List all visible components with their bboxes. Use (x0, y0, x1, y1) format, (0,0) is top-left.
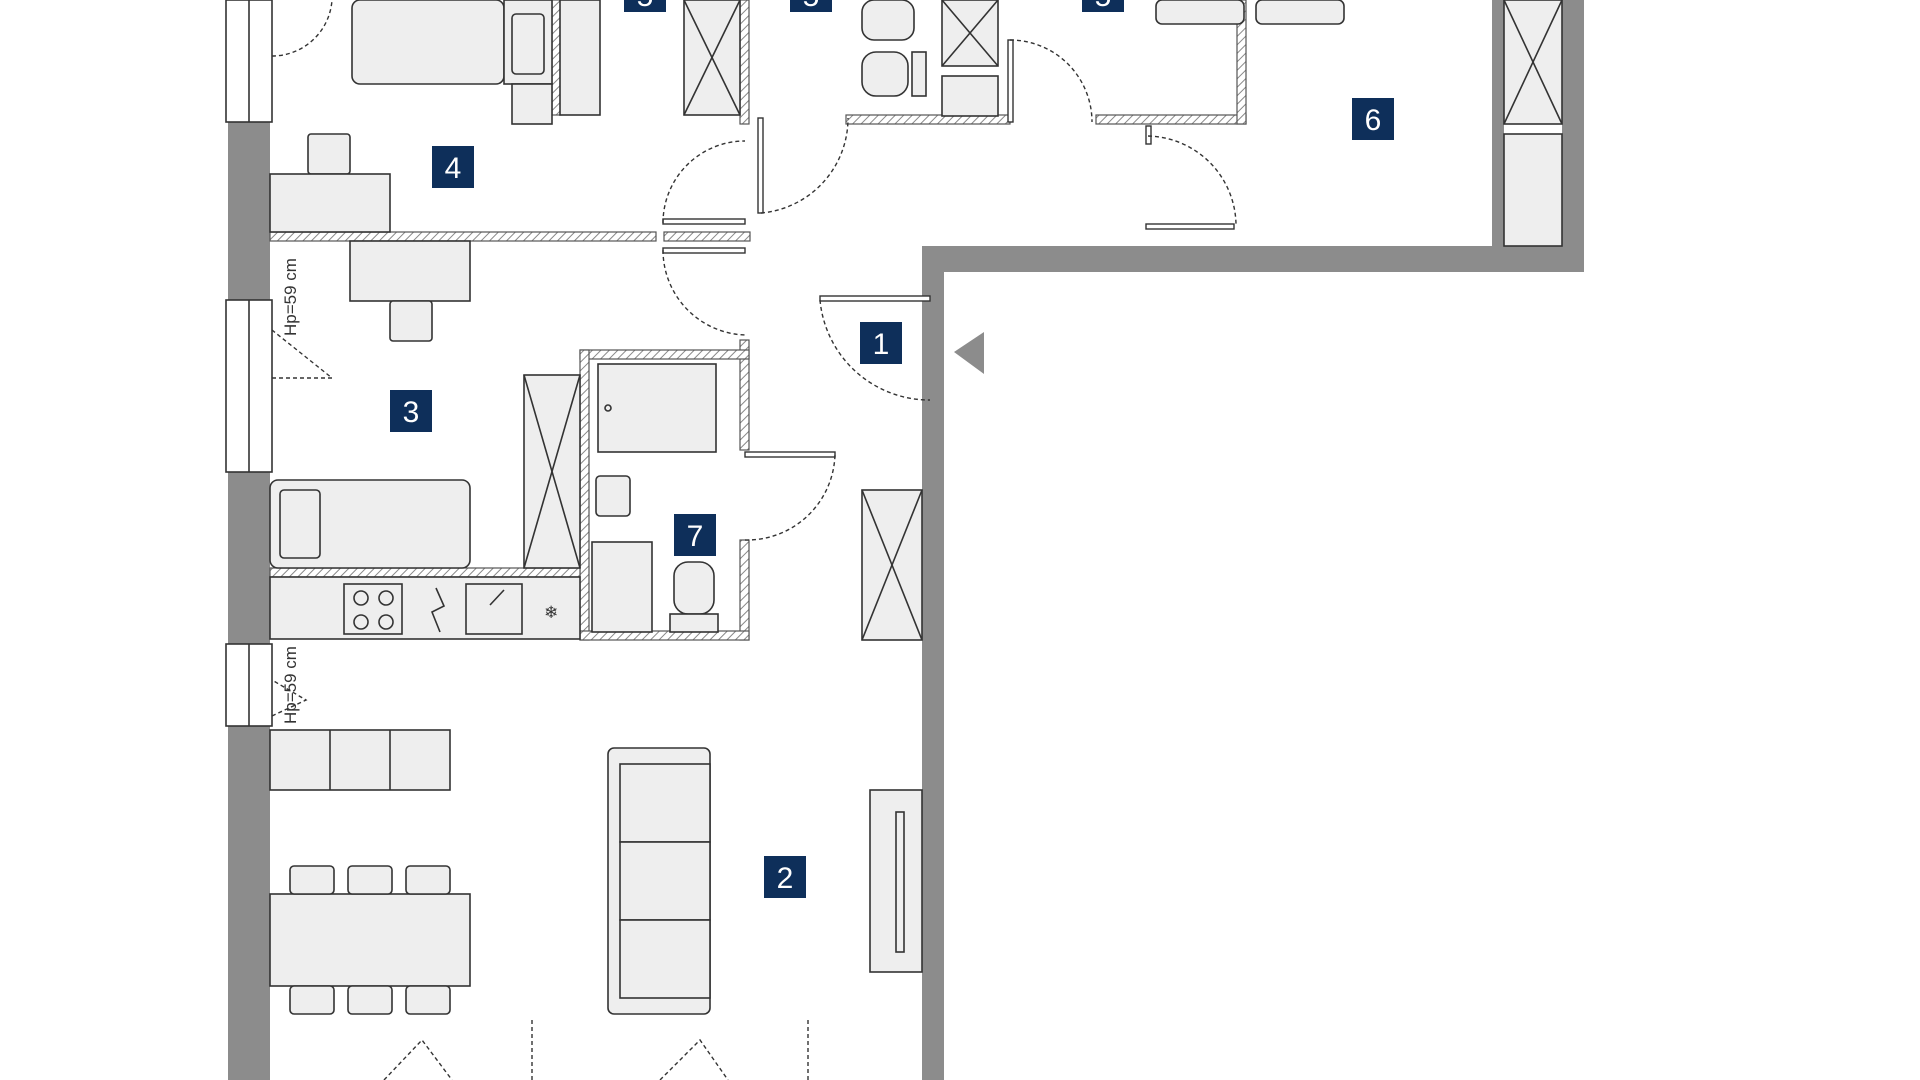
svg-text:5: 5 (1095, 0, 1112, 13)
nightstand-room4 (511, 83, 553, 125)
svg-text:4: 4 (445, 152, 462, 185)
window-swing-kitchen (271, 679, 308, 717)
room5-right-wall (1236, 0, 1247, 125)
bathtub (597, 363, 717, 453)
bathroom-left-wall (579, 349, 590, 641)
dishwasher-icon (430, 587, 446, 633)
bathroom-top-wall (579, 349, 750, 360)
room-badge-5-left: 5 (624, 0, 666, 13)
dining-chair (347, 985, 393, 1015)
dining-chair (289, 985, 335, 1015)
washbasin (595, 475, 631, 517)
doors (271, 0, 1237, 1080)
bed-room5-b (1255, 0, 1345, 25)
entrance-arrow-icon (954, 332, 984, 374)
room-badge-3: 3 (390, 390, 432, 432)
balcony-door-right-a (659, 1038, 729, 1080)
svg-text:5: 5 (637, 0, 654, 13)
svg-text:5: 5 (803, 0, 820, 13)
room-badge-5-right: 5 (1082, 0, 1124, 13)
door-swing-entrance (819, 299, 931, 401)
door-swing-bathroom (744, 453, 836, 541)
north-wing-inner-wall (1492, 0, 1504, 246)
partition-room3-room4 (269, 231, 657, 242)
north-wing-right-wall (1562, 0, 1584, 272)
room-badge-1: 1 (860, 322, 902, 364)
corridor-right-wall (922, 246, 944, 1080)
dining-table (269, 893, 471, 987)
room-badge-7: 7 (674, 514, 716, 556)
door-swing-room4 (662, 140, 746, 224)
left-exterior-wall (228, 0, 270, 1080)
washing-machine-wc (861, 0, 915, 41)
partition-walls (269, 0, 1247, 641)
fridge-icon: ❄ (544, 603, 558, 622)
bed-room5-a (1155, 0, 1245, 25)
svg-text:7: 7 (687, 520, 704, 553)
door-swing-room5-left (760, 117, 849, 214)
door-swing-room3 (662, 249, 746, 336)
room5-bottom-wall (1095, 114, 1247, 125)
bathroom-wall-lower (739, 539, 750, 641)
sill-height-note-lower: Hp=59 cm (281, 646, 300, 724)
kitchen-sink (465, 583, 523, 635)
sideboard (269, 729, 451, 791)
window-swing-room3 (271, 329, 334, 379)
balcony-door-left-a (383, 1038, 453, 1080)
room-badge-5-mid: 5 (790, 0, 832, 13)
svg-text:1: 1 (873, 328, 890, 361)
dining-chair (405, 985, 451, 1015)
dining-chair (289, 865, 335, 895)
washing-machine-bath (591, 541, 653, 633)
svg-text:3: 3 (403, 396, 420, 429)
room-badge-2: 2 (764, 856, 806, 898)
cooktop (343, 583, 403, 635)
bed-room4 (351, 0, 505, 85)
sill-height-note-upper: Hp=59 cm (281, 258, 300, 336)
dining-chair (405, 865, 451, 895)
wardrobe-room4 (559, 0, 601, 116)
north-wing-bottom-wall (922, 246, 1584, 272)
svg-text:6: 6 (1365, 104, 1382, 137)
kitchen-counter (269, 576, 581, 640)
furniture: ❄ (269, 0, 1563, 1015)
desk-chair-room3 (389, 300, 433, 342)
desk-room4 (269, 173, 391, 233)
door-swing-room5-mid (1009, 39, 1093, 123)
dining-chair (347, 865, 393, 895)
toilet-wc (861, 51, 909, 97)
partition-hall-upper (739, 0, 750, 125)
door-swing-room4-window (271, 0, 333, 57)
door-swing-room6 (1147, 135, 1237, 225)
room-badge-4: 4 (432, 146, 474, 188)
kitchen-back-wall (269, 567, 581, 578)
bathroom-wall-upper (739, 339, 750, 451)
svg-text:2: 2 (777, 862, 794, 895)
exterior-walls (228, 0, 1584, 1080)
windows (225, 0, 273, 727)
desk-chair-room4 (307, 133, 351, 175)
desk-room3 (349, 240, 471, 302)
toilet-bathroom (673, 561, 715, 615)
room-badge-6: 6 (1352, 98, 1394, 140)
